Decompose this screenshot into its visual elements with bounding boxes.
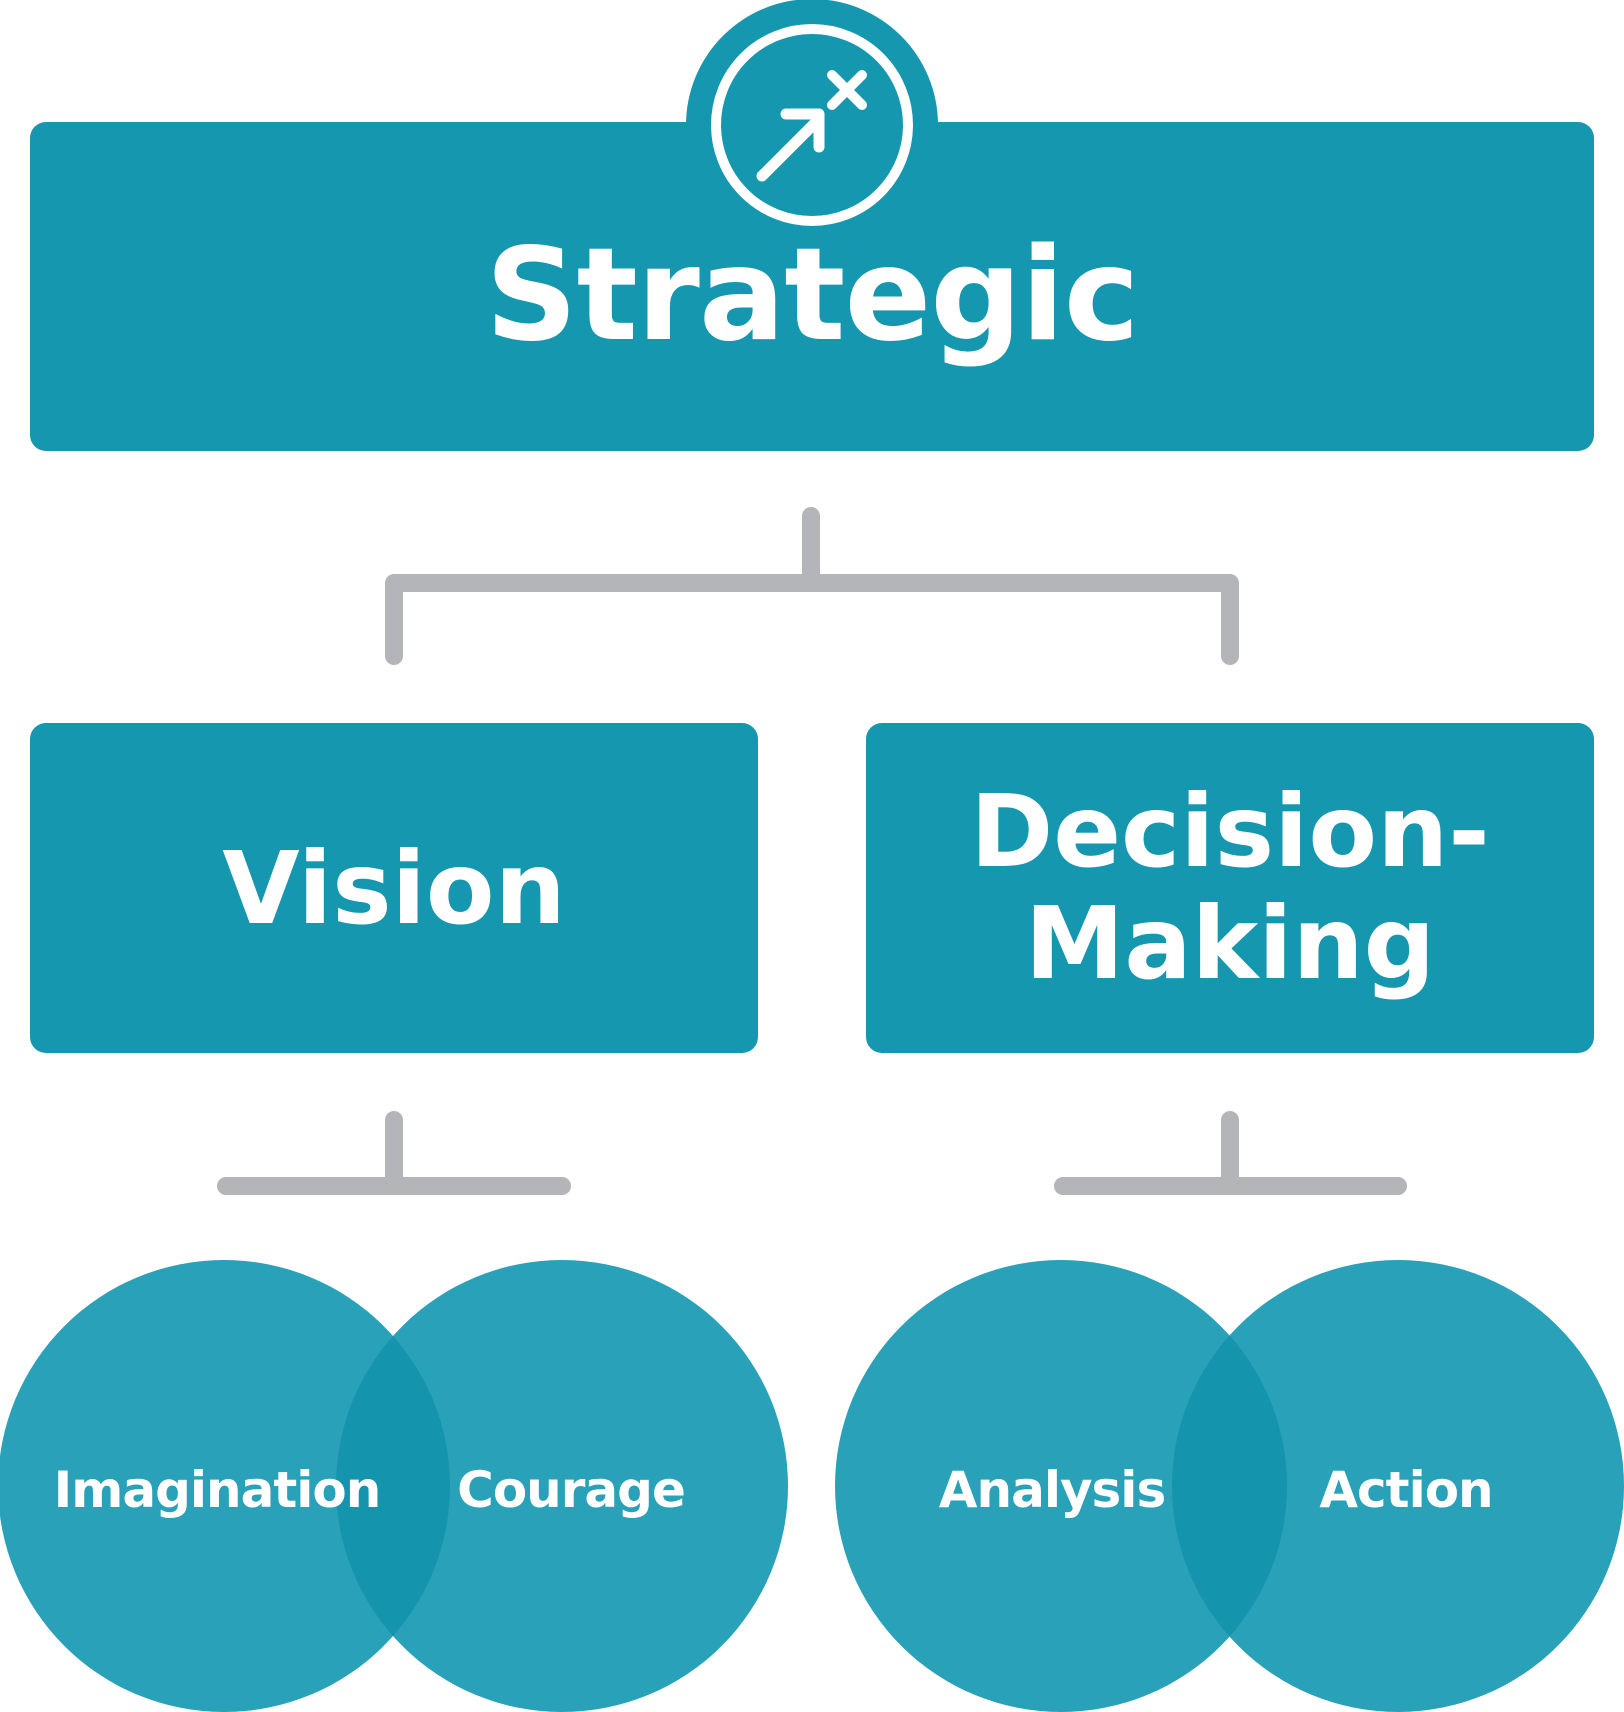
decision-making-label: Decision- Making — [970, 773, 1490, 1002]
imagination-label: Imagination — [53, 1461, 382, 1519]
analysis-circle — [835, 1260, 1287, 1712]
imagination-circle — [0, 1260, 450, 1712]
vision-connector — [217, 1111, 571, 1195]
vision-box — [30, 723, 758, 1053]
courage-circle — [336, 1260, 788, 1712]
root-connector — [385, 507, 1239, 665]
analysis-label: Analysis — [938, 1461, 1166, 1519]
strategic-label: Strategic — [485, 220, 1139, 370]
action-label: Action — [1319, 1461, 1493, 1519]
action-circle — [1172, 1260, 1624, 1712]
decision-making-box — [866, 723, 1594, 1053]
decision-making-connector — [1054, 1111, 1407, 1195]
strategic-box — [30, 122, 1594, 451]
strategy-arrow-target-icon — [686, 0, 938, 251]
vision-label: Vision — [222, 829, 566, 947]
courage-label: Courage — [457, 1461, 686, 1519]
